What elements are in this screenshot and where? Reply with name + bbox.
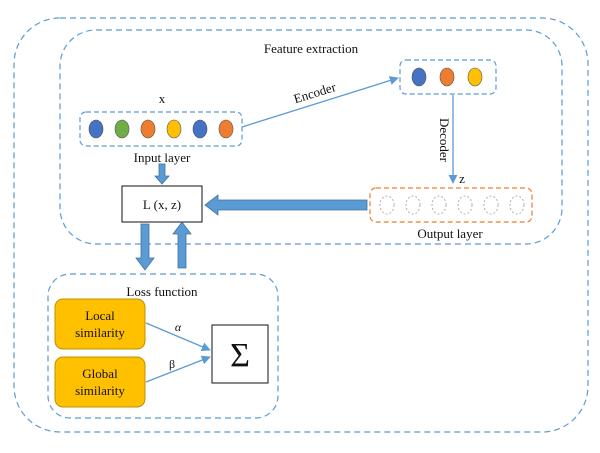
output-to-loss-arrow — [204, 194, 368, 216]
encoded-node — [439, 67, 455, 87]
input-layer-box — [79, 111, 243, 147]
global-similarity-line2: similarity — [75, 383, 125, 398]
output-node — [379, 195, 395, 215]
input-node — [114, 119, 130, 139]
z-label: z — [459, 171, 465, 186]
local-similarity-line2: similarity — [75, 325, 125, 340]
beta-label: β — [169, 357, 175, 371]
input-node — [88, 119, 104, 139]
outer-container — [13, 17, 589, 433]
local-similarity-box — [54, 298, 146, 350]
output-nodes — [379, 195, 525, 215]
loss-down-arrow — [135, 223, 155, 271]
encoded-layer-box — [399, 59, 497, 95]
alpha-label: α — [175, 320, 182, 334]
encoded-node — [411, 67, 427, 87]
loss-up-arrow — [172, 221, 192, 269]
loss-function-title: Loss function — [126, 284, 198, 299]
feature-extraction-title: Feature extraction — [264, 41, 359, 56]
input-layer-label: Input layer — [134, 150, 191, 165]
output-node — [405, 195, 421, 215]
local-similarity-line1: Local — [85, 308, 115, 323]
alpha-arrow — [145, 322, 211, 352]
input-node — [192, 119, 208, 139]
input-nodes — [88, 119, 234, 139]
x-label: x — [159, 91, 166, 106]
loss-box-label: L (x, z) — [143, 197, 181, 212]
input-node — [140, 119, 156, 139]
output-node — [483, 195, 499, 215]
encoder-label: Encoder — [292, 79, 338, 106]
encoded-node — [467, 67, 483, 87]
encoded-nodes — [411, 67, 483, 87]
input-node — [218, 119, 234, 139]
global-similarity-box — [54, 356, 146, 408]
output-layer-box — [369, 187, 533, 223]
loss-function-box — [47, 273, 279, 419]
global-similarity-line1: Global — [82, 366, 118, 381]
input-to-loss-arrow — [154, 163, 170, 185]
decoder-label: Decoder — [437, 118, 452, 163]
output-node — [431, 195, 447, 215]
sum-box — [211, 324, 269, 384]
input-node — [166, 119, 182, 139]
output-node — [457, 195, 473, 215]
feature-extraction-box — [59, 29, 563, 245]
output-node — [509, 195, 525, 215]
beta-arrow — [145, 355, 211, 383]
loss-box — [121, 185, 203, 223]
encoder-arrow — [241, 76, 399, 128]
sum-symbol: Σ — [230, 337, 250, 374]
output-layer-label: Output layer — [417, 226, 483, 241]
